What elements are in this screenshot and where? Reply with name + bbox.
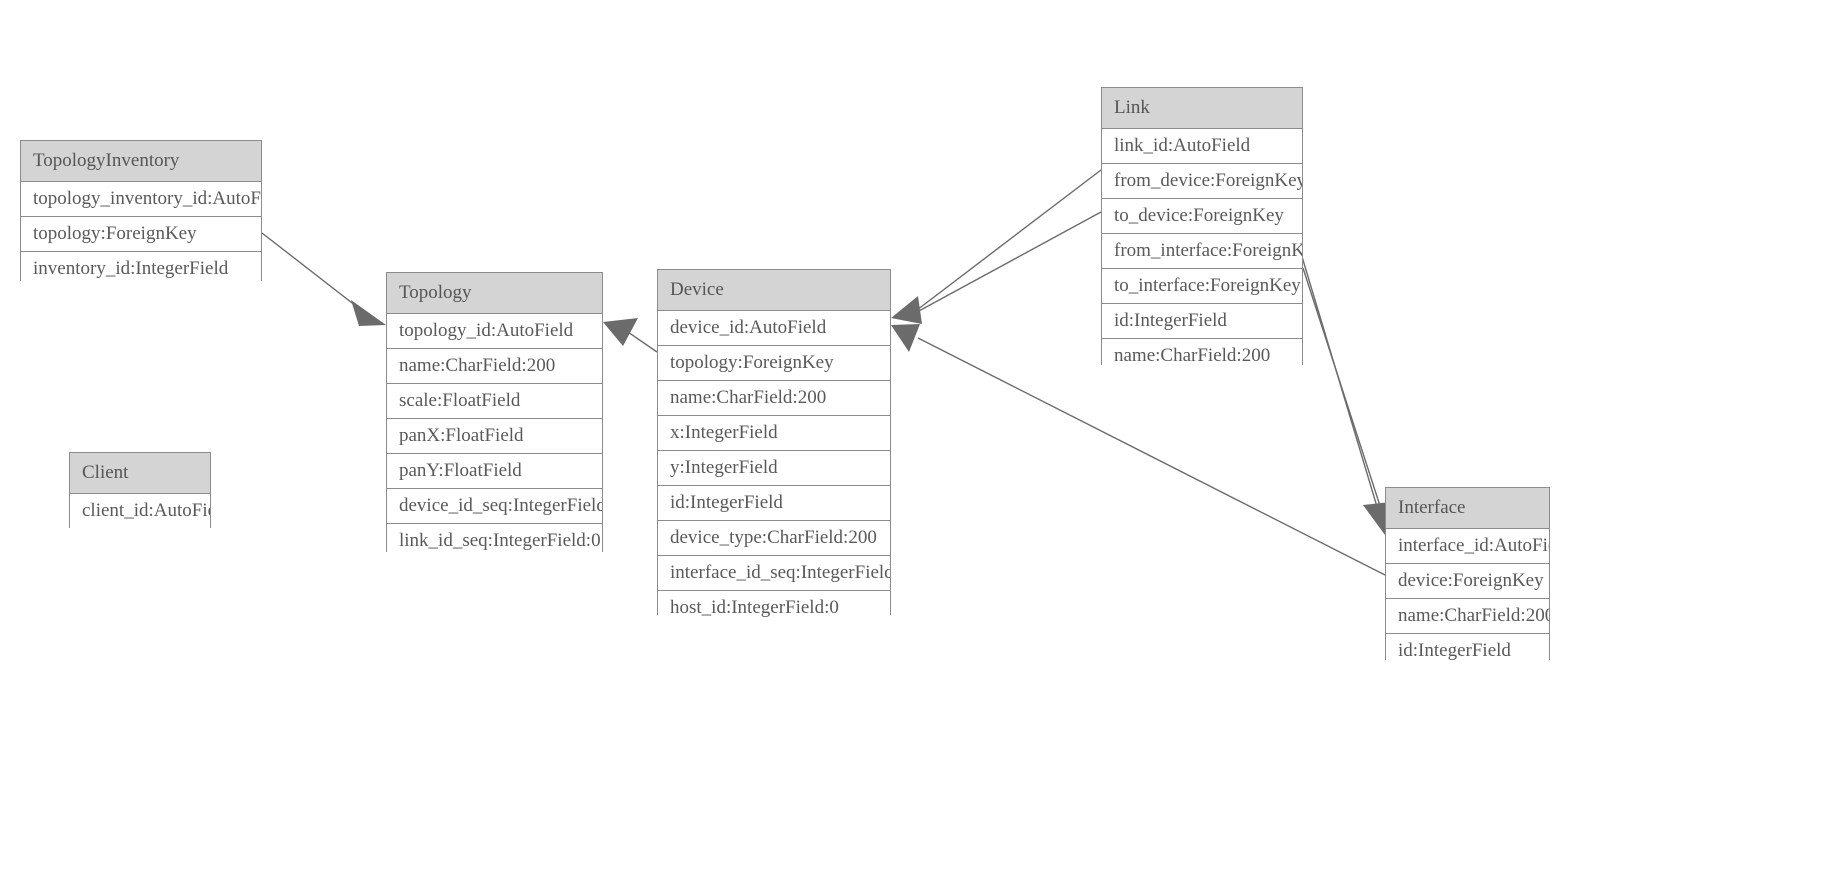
entity-field: id:IntegerField [658,486,890,521]
entity-field: name:CharField:200 [1386,599,1549,634]
entity-field: to_device:ForeignKey [1102,199,1302,234]
entity-field: id:IntegerField [1386,634,1549,669]
entity-field: name:CharField:200 [658,381,890,416]
entity-field: link_id_seq:IntegerField:0 [387,524,602,559]
entity-title: Client [70,453,210,494]
entity-field: topology:ForeignKey [21,217,261,252]
entity-field: from_device:ForeignKey [1102,164,1302,199]
entity-field: id:IntegerField [1102,304,1302,339]
entity-field: device:ForeignKey [1386,564,1549,599]
entity-field: x:IntegerField [658,416,890,451]
entity-title: TopologyInventory [21,141,261,182]
entity-title: Link [1102,88,1302,129]
entity-field: link_id:AutoField [1102,129,1302,164]
entity-field: device_id:AutoField [658,311,890,346]
edge-topologyinventory-topology [261,232,386,326]
entity-field: scale:FloatField [387,384,602,419]
entity-field: panX:FloatField [387,419,602,454]
entity-field: panY:FloatField [387,454,602,489]
entity-field: name:CharField:200 [1102,339,1302,374]
entity-field: y:IntegerField [658,451,890,486]
edge-link-interface-from [1296,239,1391,535]
entity-title: Topology [387,273,602,314]
edge-link-device-from [891,169,1102,324]
entity-field: interface_id_seq:IntegerField:0 [658,556,890,591]
entity-field: host_id:IntegerField:0 [658,591,890,626]
entity-title: Device [658,270,890,311]
entity-field: interface_id:AutoField [1386,529,1549,564]
edge-link-device-to [916,211,1102,313]
entity-field: inventory_id:IntegerField [21,252,261,287]
edge-link-interface-to [1302,267,1383,513]
edge-device-topology [603,318,658,353]
entity-field: from_interface:ForeignKey [1102,234,1302,269]
entity-field: to_interface:ForeignKey [1102,269,1302,304]
entity-field: topology:ForeignKey [658,346,890,381]
entity-field: name:CharField:200 [387,349,602,384]
entity-field: client_id:AutoField [70,494,210,529]
entity-interface[interactable]: Interfaceinterface_id:AutoFielddevice:Fo… [1385,487,1550,669]
entity-field: device_type:CharField:200 [658,521,890,556]
entity-field: topology_inventory_id:AutoField [21,182,261,217]
entity-field: device_id_seq:IntegerField:0 [387,489,602,524]
entity-field: topology_id:AutoField [387,314,602,349]
entity-title: Interface [1386,488,1549,529]
